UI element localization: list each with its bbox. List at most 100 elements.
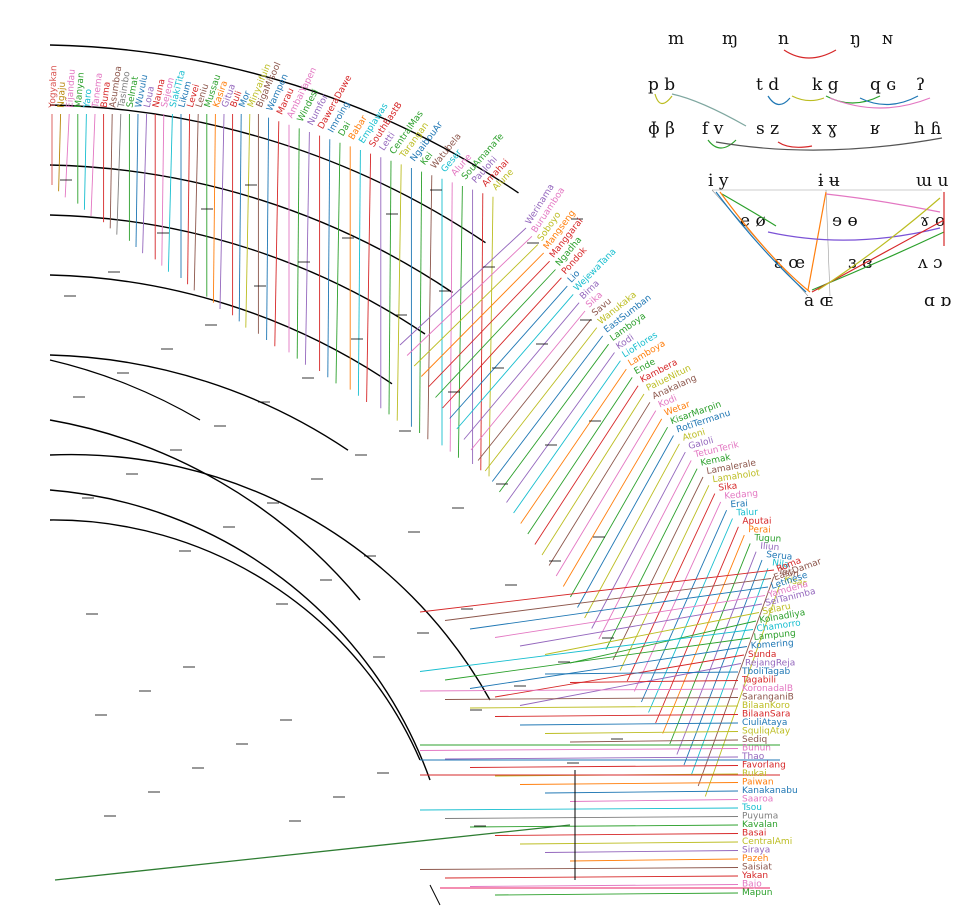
- nasal-symbol: m: [668, 29, 684, 49]
- branch-line: [612, 476, 704, 661]
- branch-line: [456, 294, 574, 430]
- leaf-label: Mapun: [742, 888, 772, 898]
- branch-line: [90, 113, 96, 217]
- leaf-label: Yakan: [741, 871, 768, 881]
- branch-line: [219, 113, 225, 310]
- root-branch: [429, 884, 441, 906]
- leaf-label: Buma: [100, 81, 113, 108]
- branch-line: [470, 310, 586, 451]
- leaf-label: Puyuma: [742, 812, 778, 822]
- leaf-label: Thao: [741, 752, 765, 762]
- leaf-label: Yogyakan: [48, 65, 60, 109]
- fricative-symbol: f v: [702, 119, 724, 139]
- leaf-label: Saisiat: [742, 863, 772, 873]
- branch-line: [494, 833, 739, 836]
- branch-line: [469, 705, 739, 709]
- branch-line: [544, 850, 739, 853]
- branch-line: [544, 790, 739, 794]
- leaf-label: Eijandau: [65, 69, 78, 108]
- branch-line: [619, 485, 710, 671]
- branch-line: [444, 756, 739, 760]
- branch-line: [494, 892, 739, 896]
- branch-line: [584, 443, 680, 619]
- branch-line: [683, 559, 763, 766]
- branch-line: [519, 782, 739, 785]
- branch-line: [513, 360, 621, 514]
- branch-line: [484, 327, 598, 472]
- branch-line: [519, 841, 739, 845]
- branch-line: [469, 884, 739, 887]
- sound-change-arc: [807, 191, 827, 291]
- backbone-arc: [49, 489, 431, 781]
- branch-line: [266, 117, 270, 341]
- sound-change-arc: [654, 93, 673, 105]
- branch-line: [457, 185, 463, 458]
- branch-line: [469, 824, 739, 828]
- branch-line: [406, 235, 533, 356]
- branch-line: [697, 576, 775, 787]
- sound-change-arc: [777, 141, 813, 148]
- leaf-label: KoronadalB: [742, 684, 793, 694]
- fricative-symbol: s z: [756, 119, 779, 139]
- leaf-label: SquliqAtay: [742, 727, 791, 737]
- vowel-symbol: ɘ ɵ: [832, 211, 858, 231]
- backbone-arc: [49, 453, 491, 701]
- branch-line: [569, 739, 739, 743]
- vowel-symbol: ʌ ɔ: [917, 253, 943, 273]
- branch-line: [419, 171, 423, 434]
- leaf-label: Erai: [730, 499, 748, 510]
- sound-change-arc: [715, 137, 943, 151]
- branch-line: [569, 620, 757, 664]
- sound-change-arc: [767, 227, 941, 241]
- branch-line: [419, 867, 739, 870]
- leaf-label: Yaro: [82, 88, 94, 109]
- branch-line: [64, 113, 70, 198]
- branch-line: [435, 269, 556, 398]
- branch-line: [570, 426, 668, 598]
- fricative-symbol: ʁ: [870, 119, 880, 139]
- branch-line: [469, 765, 739, 768]
- leaf-label: Tagabili: [741, 676, 776, 686]
- branch-line: [419, 629, 754, 672]
- branch-line: [83, 113, 87, 210]
- branch-line: [569, 680, 739, 683]
- branch-line: [527, 377, 633, 535]
- tree-arcs: [49, 44, 519, 781]
- backbone-arc: [49, 354, 349, 451]
- leaf-label: Basai: [742, 829, 766, 839]
- branch-line: [274, 121, 280, 347]
- backbone-arc: [49, 164, 453, 294]
- backbone-arc: [49, 519, 421, 761]
- branch-line: [519, 603, 763, 647]
- branch-line: [442, 277, 562, 409]
- branch-line: [304, 131, 310, 365]
- sound-change-arc: [715, 191, 807, 293]
- nasal-symbol: ŋ: [850, 29, 861, 49]
- leaf-label: Manyan: [74, 72, 87, 108]
- nasal-symbol: ɴ: [882, 29, 893, 49]
- stop-symbol: t d: [756, 75, 779, 95]
- branch-line: [662, 534, 745, 734]
- leaf-label: SaranganiB: [742, 693, 794, 703]
- branch-line: [444, 875, 739, 879]
- leaf-label: Tsou: [741, 803, 762, 813]
- leaf-label: Siraya: [742, 846, 770, 856]
- sound-change-arc: [707, 139, 737, 149]
- leaf-label: Sunda: [748, 650, 776, 660]
- root-branch: [54, 824, 571, 881]
- tree-branches: [51, 113, 781, 906]
- branch-line: [444, 578, 772, 621]
- branch-line: [58, 113, 62, 192]
- branch-line: [419, 688, 739, 692]
- branch-line: [245, 113, 251, 328]
- branch-line: [419, 748, 739, 751]
- branch-line: [187, 113, 191, 285]
- leaf-label: Paiwan: [742, 778, 774, 788]
- branch-line: [366, 153, 372, 403]
- vowel-symbol: ɨ ʉ: [818, 171, 840, 191]
- fricative-symbol: h ɦ: [914, 119, 941, 139]
- branch-line: [357, 149, 361, 396]
- branch-line: [193, 113, 199, 291]
- vowel-symbol: a ɶ: [804, 291, 833, 311]
